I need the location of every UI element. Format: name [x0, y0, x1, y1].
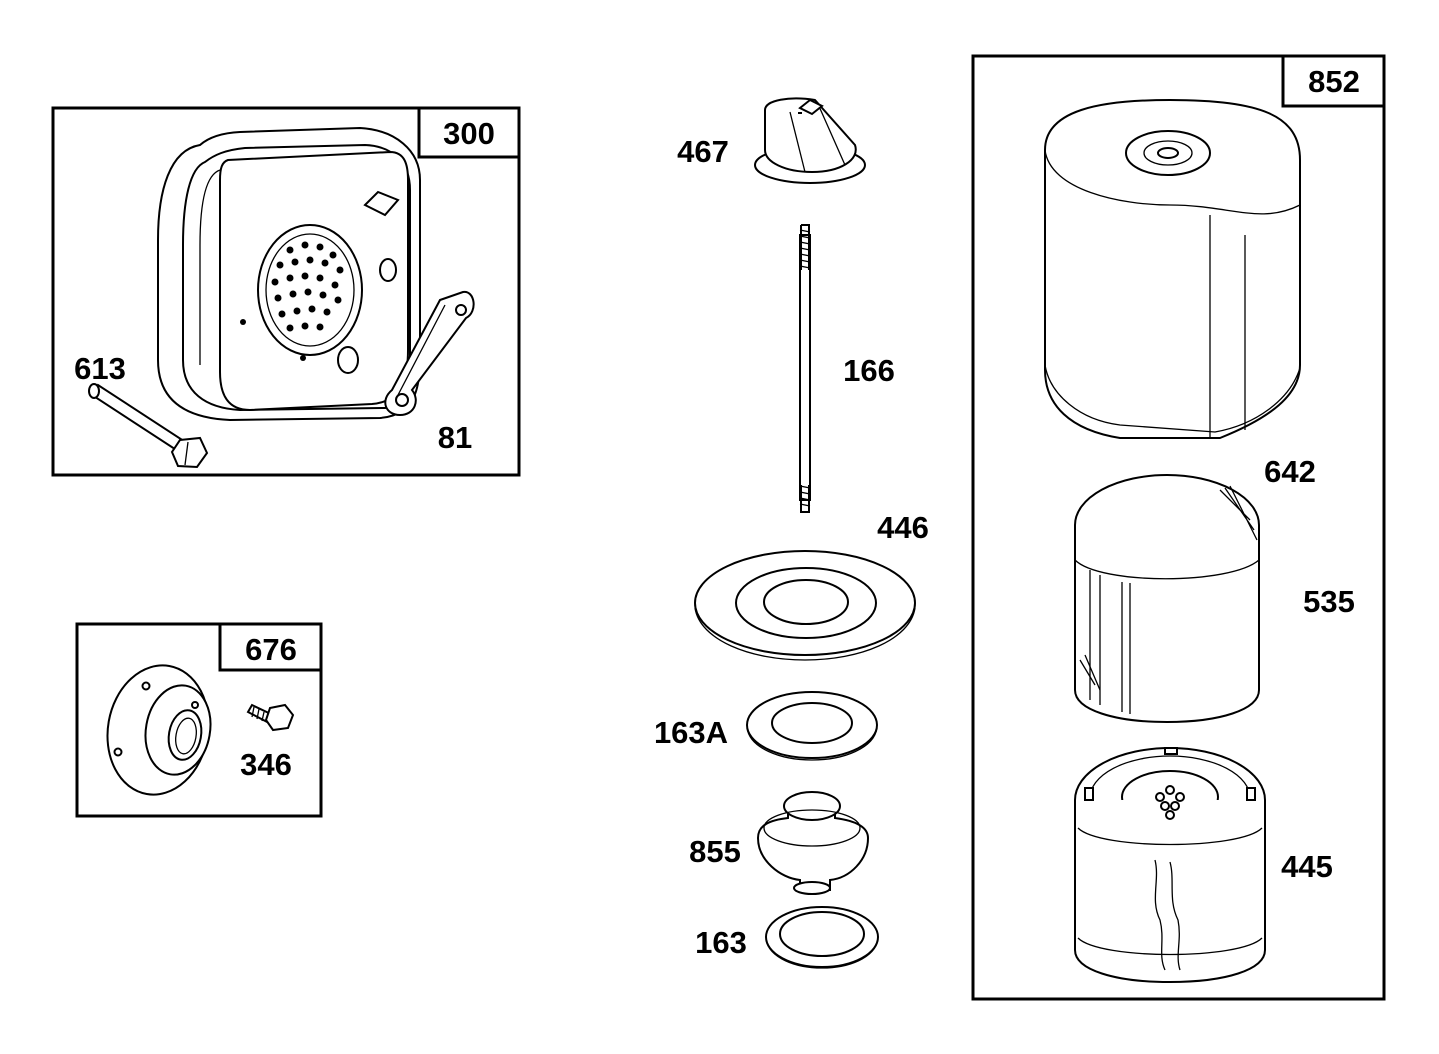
callout-467: 467 — [677, 134, 729, 169]
callout-446: 446 — [877, 510, 929, 545]
kit-300-number-box — [417, 106, 521, 159]
kit-676-frame — [75, 622, 323, 818]
kit-676-group: 676 346 — [75, 622, 323, 818]
kit-852-frame — [971, 54, 1386, 1001]
cover-drawing — [1044, 98, 1301, 439]
callout-166: 166 — [843, 353, 895, 388]
callout-613: 613 — [74, 351, 126, 386]
screw-346-drawing — [246, 703, 295, 732]
precleaner-drawing — [1074, 474, 1260, 724]
kit-852-number-box — [1281, 54, 1386, 108]
kit-676-number: 676 — [245, 632, 297, 667]
callout-535: 535 — [1303, 584, 1355, 619]
callout-163: 163 — [695, 925, 747, 960]
bracket-81-drawing — [384, 290, 475, 417]
flange-drawing — [106, 664, 212, 796]
kit-676-number-box — [218, 622, 323, 672]
kit-300-frame — [51, 106, 521, 477]
washer-446-drawing — [694, 550, 916, 661]
bolt-613-drawing — [88, 383, 209, 469]
gasket-163-drawing — [765, 906, 879, 969]
callout-346: 346 — [240, 747, 292, 782]
callout-445: 445 — [1281, 849, 1333, 884]
kit-852-number: 852 — [1308, 64, 1360, 99]
perforation-holes — [271, 241, 344, 332]
muffler-drawing — [157, 126, 421, 422]
callout-642: 642 — [1264, 454, 1316, 489]
kit-300-number: 300 — [443, 116, 495, 151]
kit-852-group: 852 — [971, 54, 1386, 1001]
callout-855: 855 — [689, 834, 741, 869]
kit-300-muffler-group: 300 — [51, 106, 521, 477]
callout-163a: 163A — [654, 715, 728, 750]
spacer-855-drawing — [756, 791, 870, 895]
stud-166-drawing — [799, 224, 811, 513]
knob-467-drawing — [754, 97, 866, 184]
gasket-163a-drawing — [746, 691, 878, 761]
callout-81: 81 — [438, 420, 472, 455]
filter-445-drawing — [1074, 747, 1266, 984]
